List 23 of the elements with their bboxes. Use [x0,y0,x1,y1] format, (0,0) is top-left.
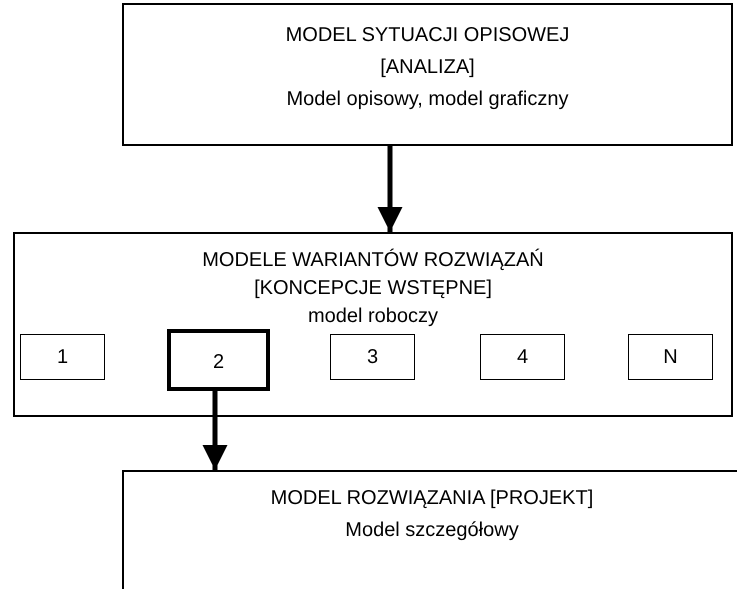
box-text: Model szczegółowy [345,518,519,543]
box-text: N [663,345,678,370]
process-box [628,334,713,380]
box-text: MODEL ROZWIĄZANIA [PROJEKT] [270,486,594,511]
process-box [122,3,733,146]
box-text: Model opisowy, model graficzny [286,87,568,112]
process-box [167,329,270,391]
arrow [378,146,402,232]
box-text: 1 [56,345,68,370]
box-text: [ANALIZA] [380,55,475,80]
process-box [13,232,733,417]
box-text: [KONCEPCJE WSTĘPNE] [254,276,492,301]
process-box [20,334,105,380]
box-text: MODELE WARIANTÓW ROZWIĄZAŃ [202,248,544,273]
box-text: 3 [366,345,378,370]
process-box [480,334,565,380]
process-box [330,334,415,380]
box-text: 2 [212,350,224,375]
arrow [202,391,228,470]
process-box [122,470,737,589]
box-text: 4 [516,345,528,370]
box-text: model roboczy [308,304,438,329]
box-text: MODEL SYTUACJI OPISOWEJ [286,23,570,48]
